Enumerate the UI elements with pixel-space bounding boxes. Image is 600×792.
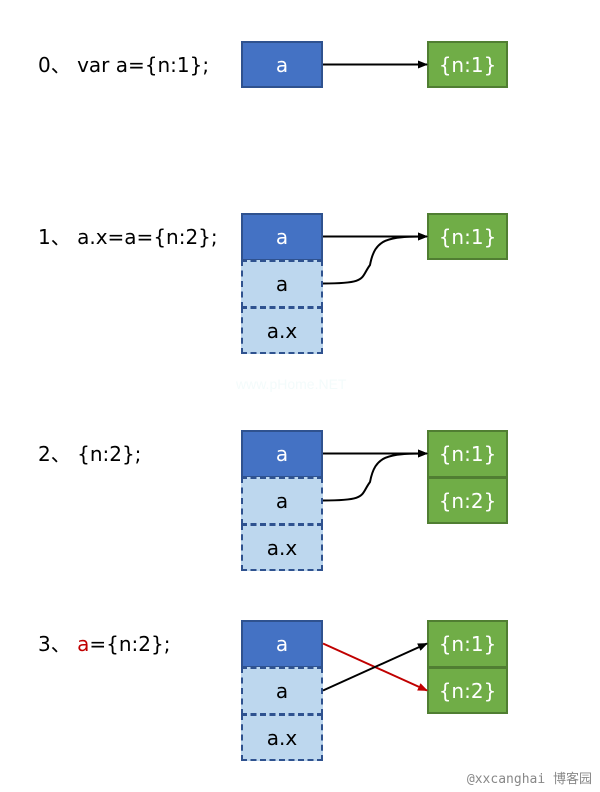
- step-2-object-box-0: {n:1}: [427, 430, 508, 478]
- code-text: ={n:2};: [89, 632, 171, 656]
- step-0-var-box-a: a: [241, 41, 323, 88]
- step-1-var-box-a: a: [241, 260, 323, 308]
- step-3-var-box-a-x: a.x: [241, 714, 323, 761]
- step-1-arrow-1-black: [322, 232, 428, 285]
- step-1-var-box-a-x: a.x: [241, 307, 323, 354]
- step-number: 1、: [38, 225, 78, 249]
- code-text: {n:2};: [77, 442, 142, 466]
- step-2-var-box-a-x: a.x: [241, 524, 323, 571]
- step-2-var-box-a: a: [241, 477, 323, 525]
- step-2-code-label: 2、 {n:2};: [38, 442, 141, 466]
- watermark: www.pHome.NET: [236, 376, 347, 392]
- step-3-var-box-a: a: [241, 620, 323, 668]
- step-1-var-box-a: a: [241, 213, 323, 261]
- step-1-code-label: 1、 a.x=a={n:2};: [38, 225, 218, 249]
- step-3-arrow-0-red: [322, 642, 428, 692]
- step-2-var-box-a: a: [241, 430, 323, 478]
- step-2-arrow-1-black: [322, 449, 428, 502]
- step-number: 3、: [38, 632, 78, 656]
- step-3-var-box-a: a: [241, 667, 323, 715]
- step-0-object-box-0: {n:1}: [427, 41, 508, 88]
- step-number: 2、: [38, 442, 78, 466]
- step-0-code-label: 0、 var a={n:1};: [38, 53, 209, 77]
- step-3-arrow-1-black: [322, 642, 428, 692]
- step-2-object-box-1: {n:2}: [427, 477, 508, 524]
- footer-credit: @xxcanghai 博客园: [466, 772, 592, 787]
- step-3-object-box-1: {n:2}: [427, 667, 508, 714]
- step-3-object-box-0: {n:1}: [427, 620, 508, 668]
- step-3-code-label: 3、 a={n:2};: [38, 632, 170, 656]
- step-number: 0、: [38, 53, 78, 77]
- highlighted-token: a: [77, 632, 90, 656]
- code-text: a.x=a={n:2};: [77, 225, 218, 249]
- step-1-object-box-0: {n:1}: [427, 213, 508, 260]
- code-text: var a={n:1};: [77, 53, 210, 77]
